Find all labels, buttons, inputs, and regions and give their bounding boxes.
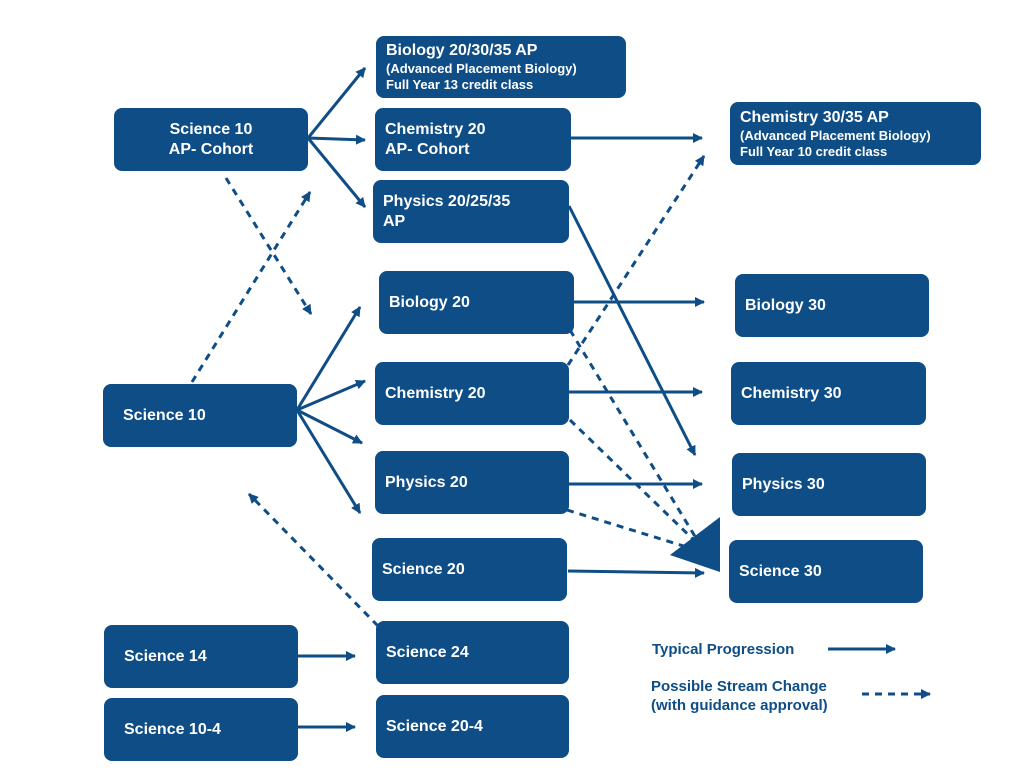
box-biology-30: Biology 30 xyxy=(735,274,929,337)
legend-typical-progression: Typical Progression xyxy=(652,641,795,658)
box-biology-20: Biology 20 xyxy=(379,271,574,334)
box-science-10: Science 10 xyxy=(103,384,297,447)
arrow-sci10-sci20 xyxy=(295,409,362,514)
box-science-10-4: Science 10-4 xyxy=(104,698,298,761)
box-line: AP xyxy=(383,212,406,230)
box-line: Science 10 xyxy=(169,120,253,138)
box-physics-20: Physics 20 xyxy=(375,451,569,514)
box-line: Chemistry 30/35 AP xyxy=(740,108,889,126)
box-science-10-ap-cohort: Science 10 AP- Cohort xyxy=(114,108,308,171)
arrow-sci10-phys20 xyxy=(296,408,363,445)
box-science-30: Science 30 xyxy=(729,540,923,603)
box-line: (Advanced Placement Biology) xyxy=(386,61,577,76)
box-line: Chemistry 30 xyxy=(741,384,842,402)
arrow-sci20-sci30 xyxy=(567,567,705,578)
box-physics-30: Physics 30 xyxy=(732,453,926,516)
box-line: Science 14 xyxy=(124,647,207,665)
box-line: Full Year 13 credit class xyxy=(386,77,534,92)
dotted-phys20-to-sci30 xyxy=(566,508,691,550)
box-line: Chemistry 20 xyxy=(385,120,486,138)
box-line: Science 30 xyxy=(739,562,822,580)
dotted-chem20-to-chem30ap xyxy=(566,155,706,366)
box-line: Biology 30 xyxy=(745,296,826,314)
box-line: Biology 20 xyxy=(389,293,470,311)
dotted-chem20-to-sci30 xyxy=(568,418,704,550)
box-line: Chemistry 20 xyxy=(385,384,486,402)
box-line: Science 20-4 xyxy=(386,717,483,735)
box-line: Science 10-4 xyxy=(124,720,221,738)
box-chemistry-30-35-ap: Chemistry 30/35 AP (Advanced Placement B… xyxy=(730,102,981,165)
dotted-sci10-to-sci10ap xyxy=(190,191,312,383)
box-biology-ap: Biology 20/30/35 AP (Advanced Placement … xyxy=(376,36,626,98)
large-arrowhead-science30 xyxy=(670,517,720,572)
arrow-sci10-bio20 xyxy=(295,306,362,411)
box-science-14: Science 14 xyxy=(104,625,298,688)
box-line: Biology 20/30/35 AP xyxy=(386,42,538,59)
dotted-bio20-to-sci30 xyxy=(568,329,704,549)
box-chemistry-30: Chemistry 30 xyxy=(731,362,926,425)
arrow-sci10-chem20 xyxy=(296,379,366,412)
box-line: Science 10 xyxy=(123,406,206,424)
box-line: Science 20 xyxy=(382,560,465,578)
box-line: AP- Cohort xyxy=(168,140,254,158)
legend-stream-change: Possible Stream Change (with guidance ap… xyxy=(651,677,828,715)
box-line: Science 24 xyxy=(386,643,469,661)
arrow-sci10ap-chem20ap xyxy=(307,134,366,145)
legend-stream-line2: (with guidance approval) xyxy=(651,697,828,714)
box-line: AP- Cohort xyxy=(385,140,470,158)
box-science-20-4: Science 20-4 xyxy=(376,695,569,758)
box-science-24: Science 24 xyxy=(376,621,569,684)
box-physics-ap: Physics 20/25/35 AP xyxy=(373,180,569,243)
arrow-physap-phys30 xyxy=(567,205,697,456)
box-line: Physics 20/25/35 xyxy=(383,192,511,210)
box-line: (Advanced Placement Biology) xyxy=(740,127,931,143)
legend-stream-line1: Possible Stream Change xyxy=(651,678,827,695)
box-line: Full Year 10 credit class xyxy=(740,143,888,159)
arrow-sci10ap-bioap xyxy=(306,67,367,139)
box-line: Physics 20 xyxy=(385,473,468,491)
dotted-sci24-to-sci10 xyxy=(247,492,380,628)
box-line: Physics 30 xyxy=(742,475,825,493)
dotted-sci10ap-to-bio20 xyxy=(224,177,313,315)
arrow-sci10ap-physap xyxy=(306,137,367,208)
box-science-20: Science 20 xyxy=(372,538,567,601)
box-chemistry-20-ap-cohort: Chemistry 20 AP- Cohort xyxy=(375,108,571,171)
box-chemistry-20: Chemistry 20 xyxy=(375,362,569,425)
